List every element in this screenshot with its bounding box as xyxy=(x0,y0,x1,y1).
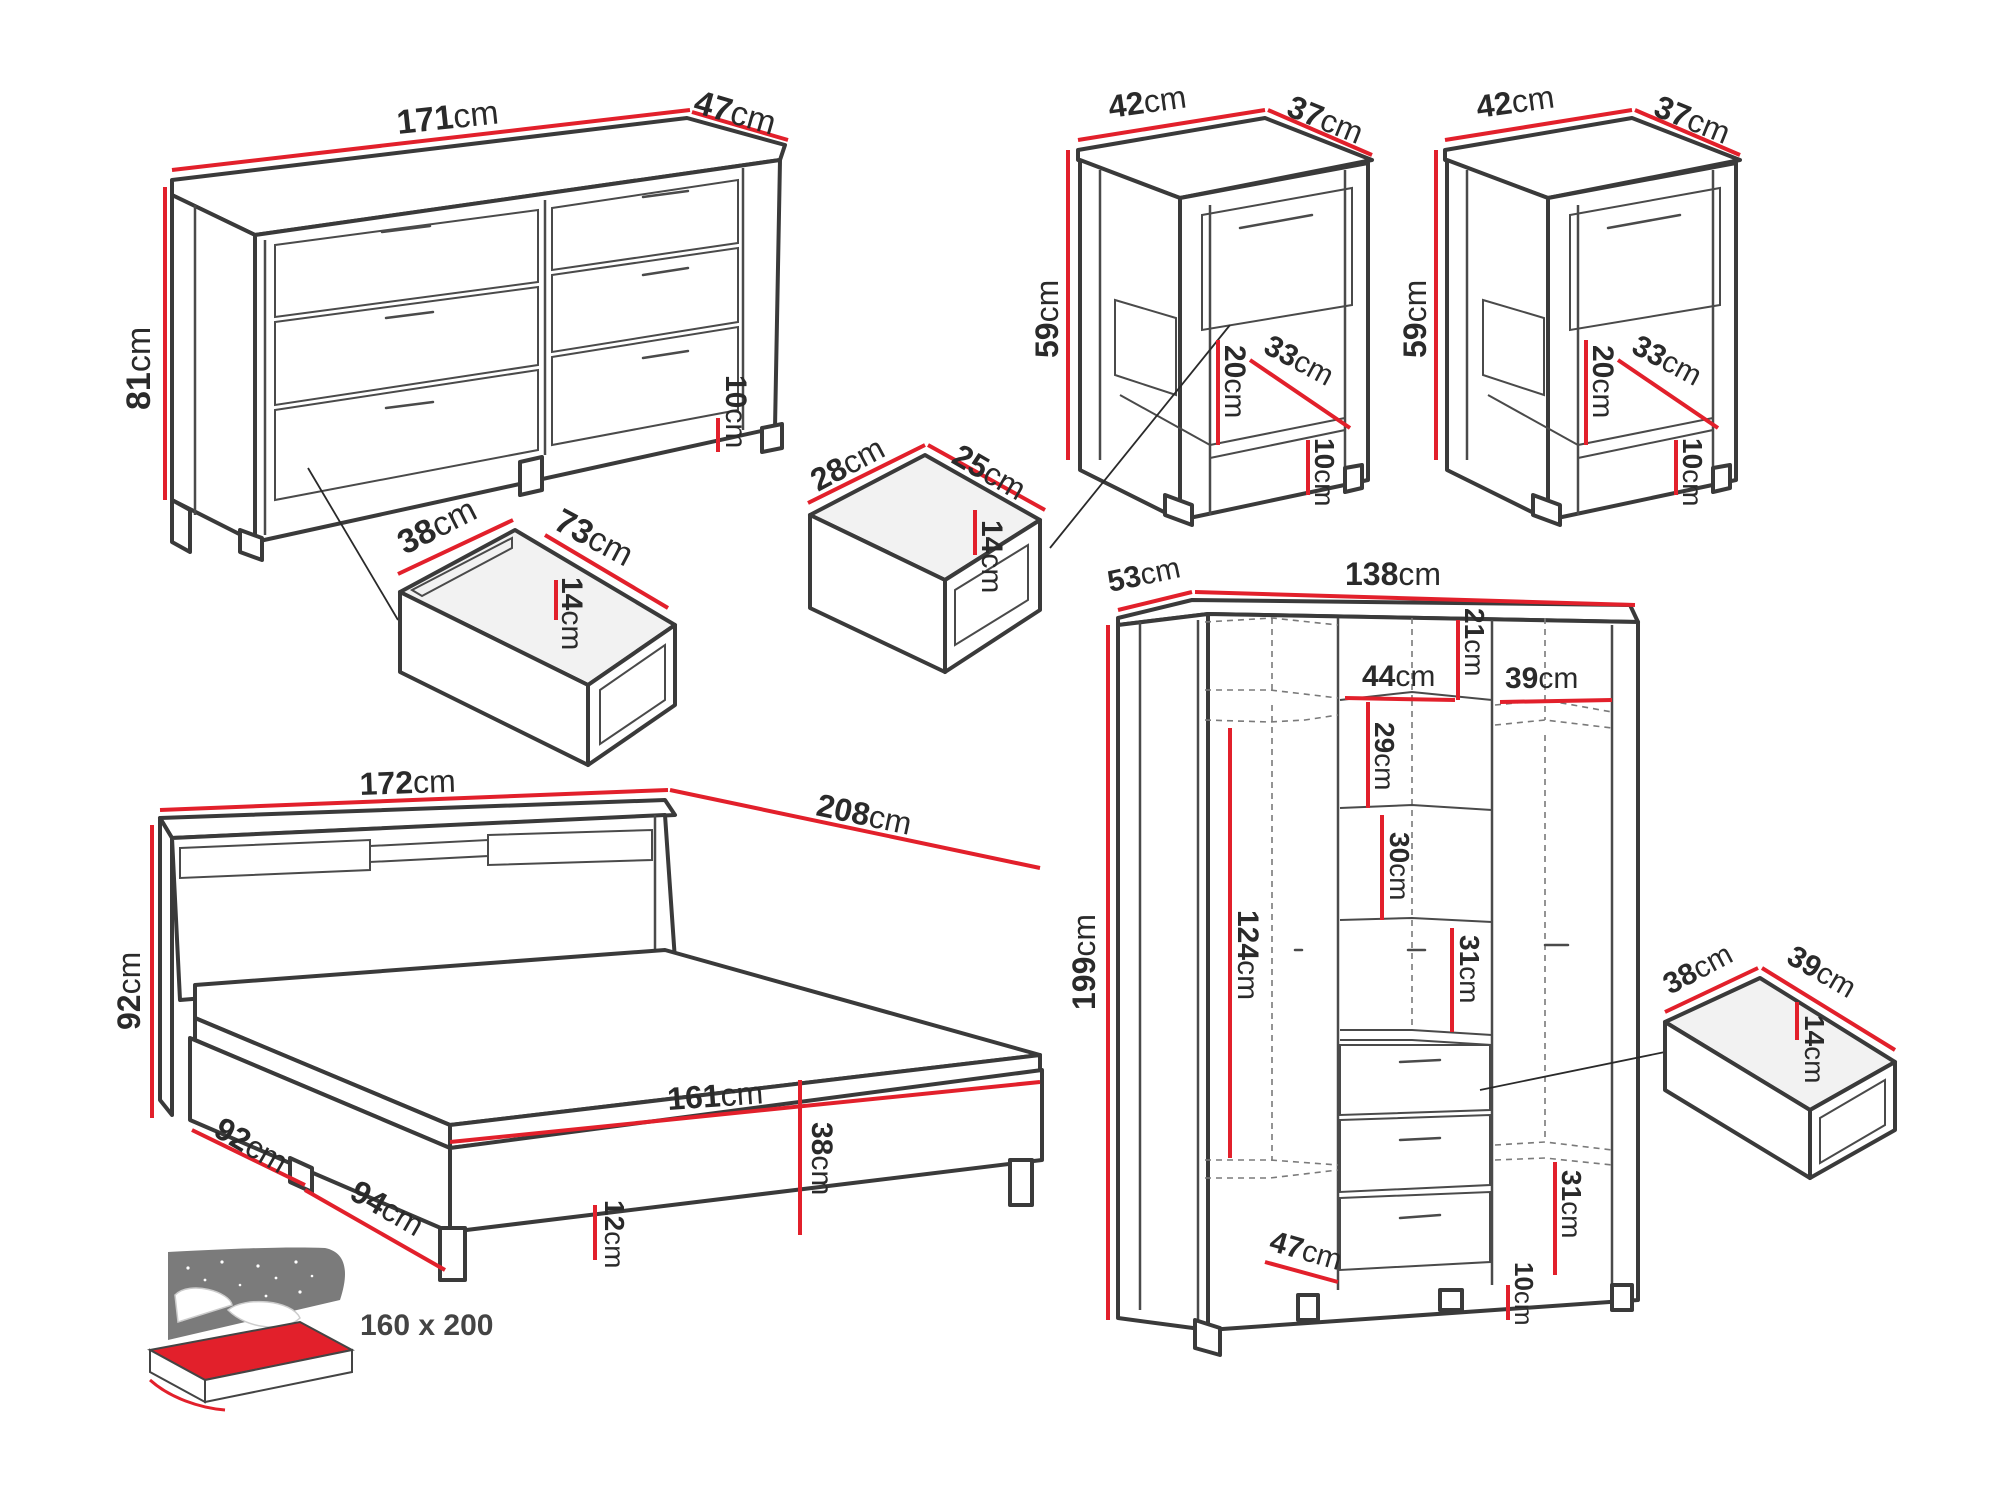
dresser-drawing xyxy=(163,108,789,621)
nightstand-left-drawing xyxy=(1049,108,1374,549)
wardrobe-depth-label: 53cm xyxy=(1105,551,1184,599)
dresser-leg-label: 10cm xyxy=(719,375,752,448)
wardrobe-leg-label: 10cm xyxy=(1509,1262,1539,1326)
nightstand-right-drawing xyxy=(1434,108,1742,527)
wardrobe-bottom-shelf-label: 31cm xyxy=(1556,1170,1587,1238)
dresser-drawer-height-label: 14cm xyxy=(555,577,588,650)
bed-leg-height-label: 12cm xyxy=(599,1200,630,1268)
bed-width-label: 172cm xyxy=(359,763,456,802)
mattress-size-label: 160 x 200 xyxy=(360,1309,493,1342)
wardrobe-shelf-3-label: 31cm xyxy=(1454,935,1485,1003)
nightstand-left-shelf-gap-label: 20cm xyxy=(1218,345,1251,418)
nightstand-drawer-drawing xyxy=(807,443,1046,674)
nightstand-drawer-height-label: 14cm xyxy=(975,520,1008,593)
dresser-drawer-drawing xyxy=(397,518,677,767)
wardrobe-top-shelf-label: 21cm xyxy=(1459,608,1490,676)
dresser-height-label: 81cm xyxy=(120,327,158,410)
wardrobe-width-label: 138cm xyxy=(1345,556,1441,592)
nightstand-left-width-label: 42cm xyxy=(1106,78,1188,125)
wardrobe-shelf-2-label: 30cm xyxy=(1384,832,1415,900)
dimension-labels: 171cm 47cm 81cm 10cm 38cm 73cm 14cm 42cm… xyxy=(111,78,1862,1342)
wardrobe-hanging-height-label: 124cm xyxy=(1231,910,1264,1000)
nightstand-left-leg-label: 10cm xyxy=(1309,438,1340,506)
wardrobe-drawer-height-label: 14cm xyxy=(1799,1015,1830,1083)
wardrobe-drawing xyxy=(1106,590,1666,1357)
wardrobe-drawer-depth-label: 39cm xyxy=(1782,939,1862,1004)
wardrobe-middle-width-label: 44cm xyxy=(1362,660,1435,693)
bed-length-label: 208cm xyxy=(814,787,915,842)
bed-drawing xyxy=(150,788,1044,1282)
wardrobe-right-width-label: 39cm xyxy=(1505,662,1578,695)
dresser-dimension-lines xyxy=(163,108,789,500)
bed-headboard-height-label: 92cm xyxy=(111,952,147,1030)
mattress-icon xyxy=(147,1247,355,1412)
bed-inner-width-label: 161cm xyxy=(666,1074,764,1117)
wardrobe-shelf-1-label: 29cm xyxy=(1369,722,1400,790)
dresser-width-label: 171cm xyxy=(395,93,500,141)
wardrobe-drawer-drawing xyxy=(1663,966,1897,1180)
nightstand-right-height-label: 59cm xyxy=(1397,280,1433,358)
nightstand-left-height-label: 59cm xyxy=(1029,280,1065,358)
wardrobe-height-label: 199cm xyxy=(1066,914,1102,1010)
nightstand-right-width-label: 42cm xyxy=(1474,78,1556,125)
bed-frame-height-label: 38cm xyxy=(805,1122,838,1195)
nightstand-right-shelf-gap-label: 20cm xyxy=(1586,345,1619,418)
nightstand-right-leg-label: 10cm xyxy=(1677,438,1708,506)
